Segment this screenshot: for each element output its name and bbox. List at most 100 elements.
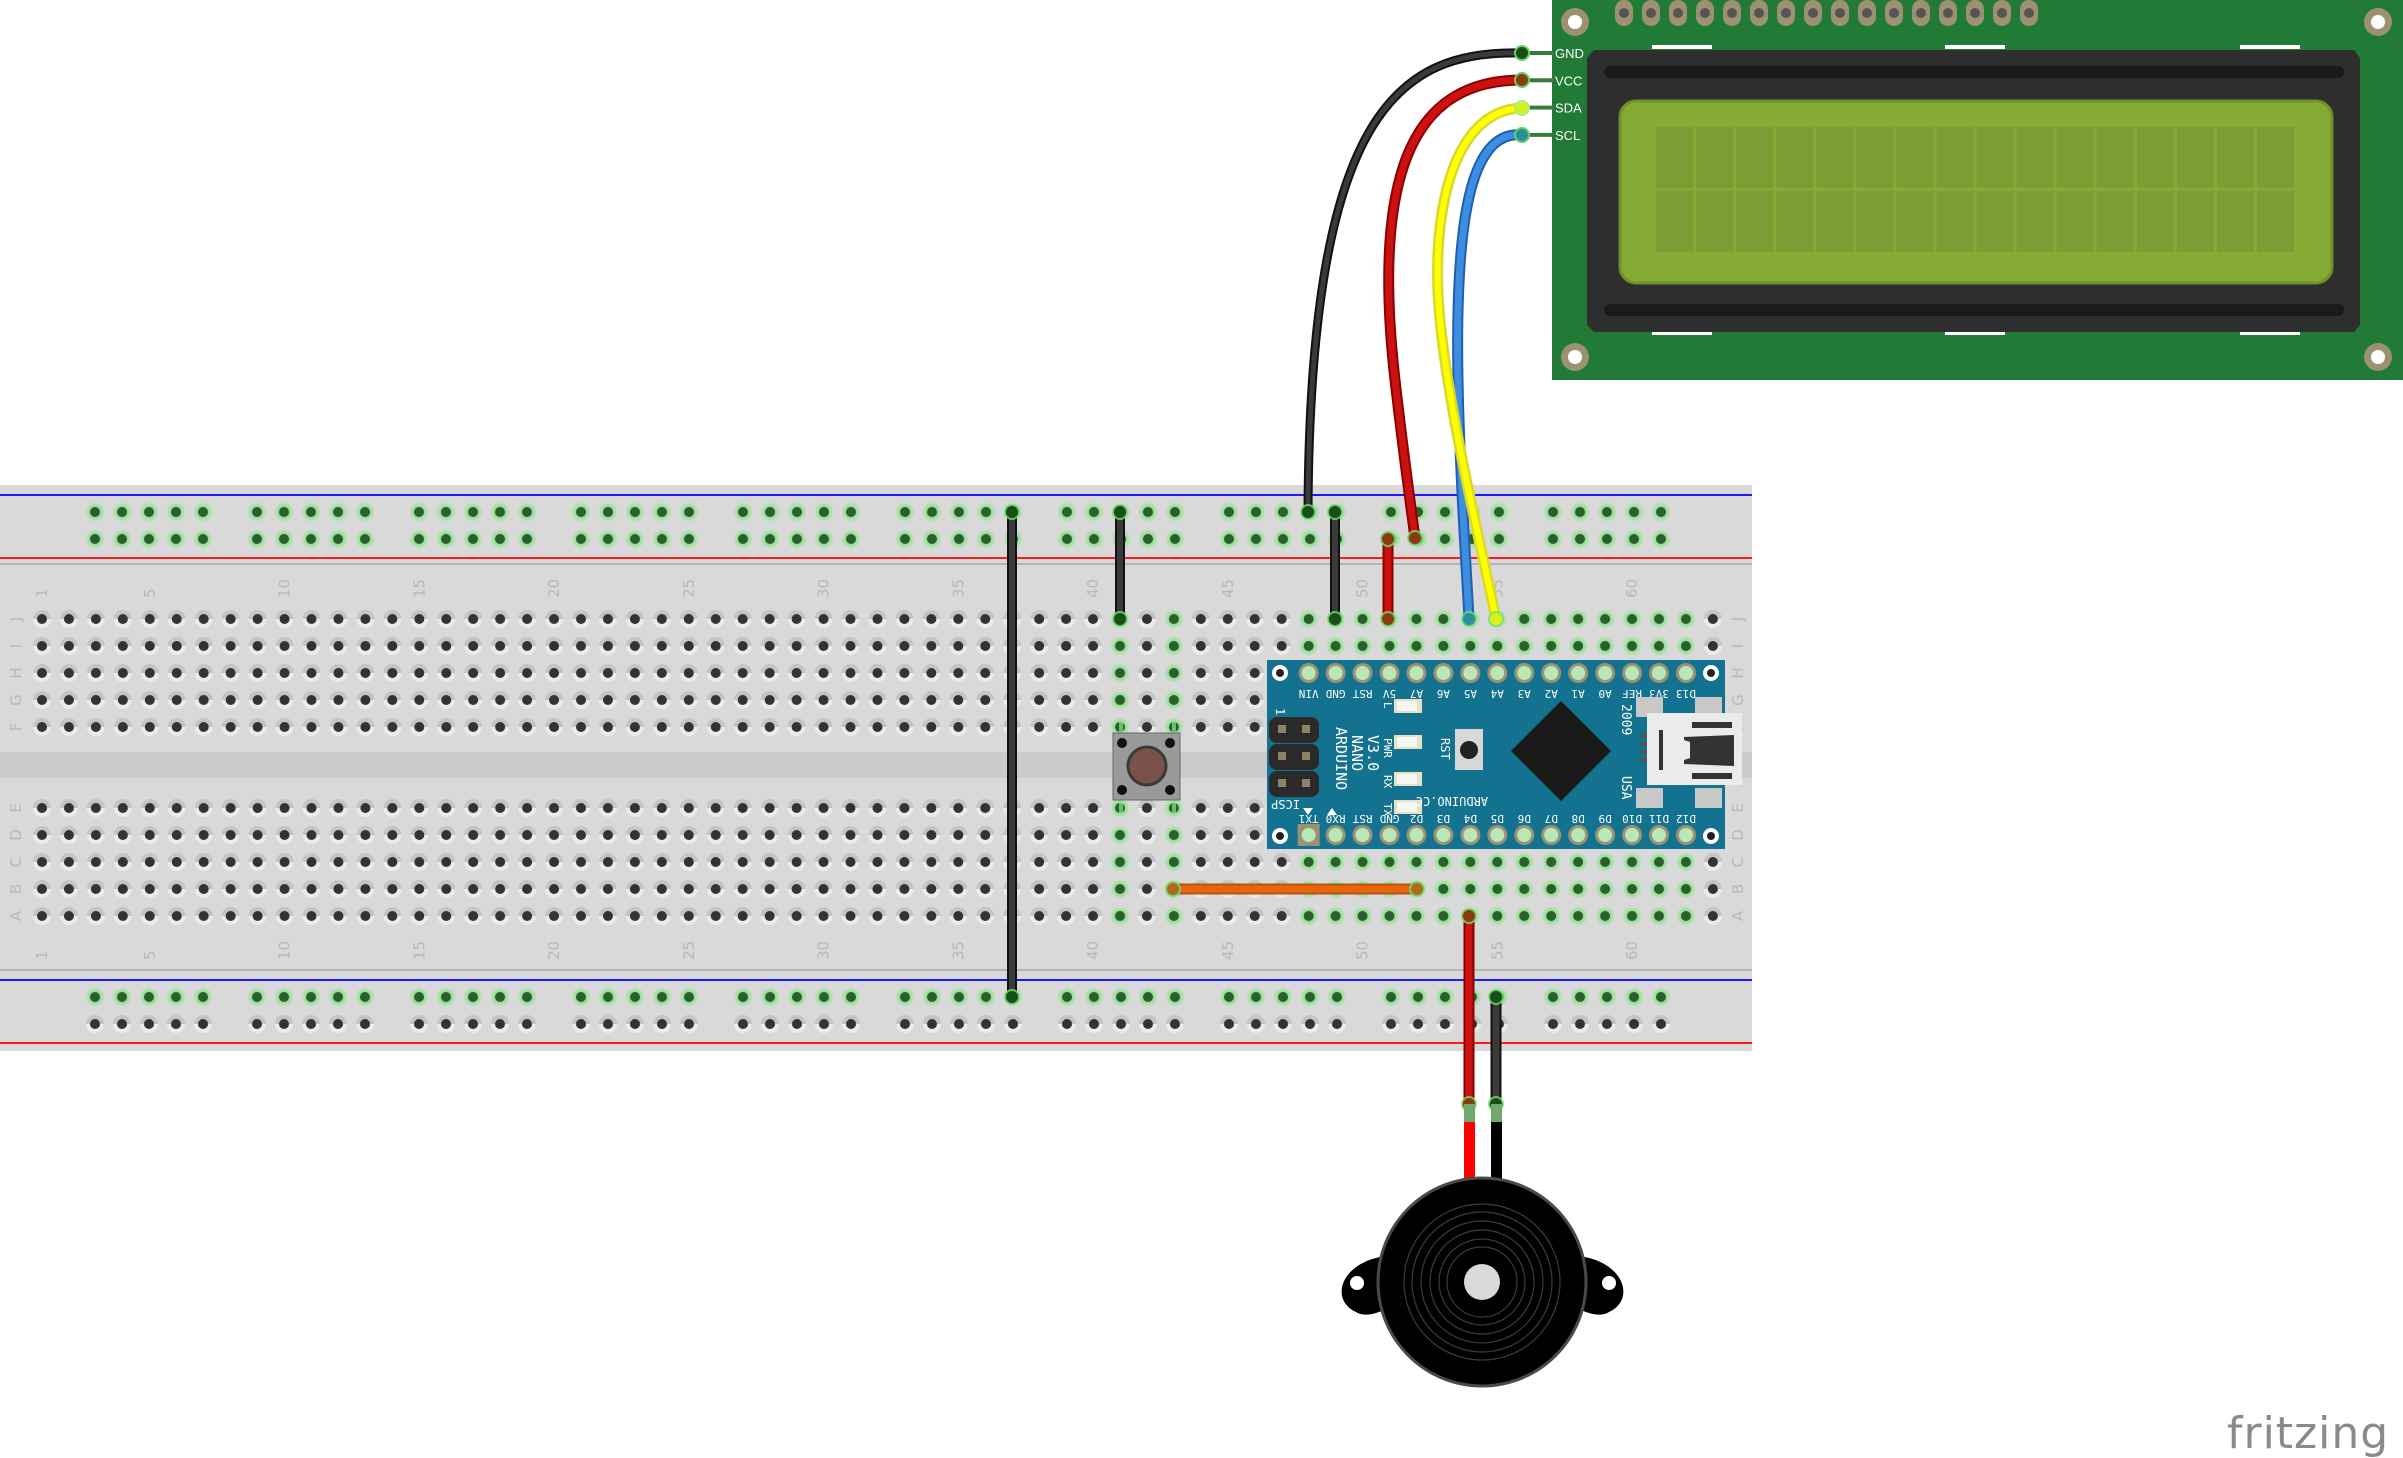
breadboard-hole[interactable] <box>652 826 671 844</box>
breadboard-hole[interactable] <box>814 691 833 709</box>
breadboard-hole[interactable] <box>652 718 671 736</box>
breadboard-hole[interactable] <box>275 664 294 682</box>
breadboard-hole[interactable] <box>1110 663 1130 683</box>
rail-hole[interactable] <box>1651 529 1671 549</box>
rail-hole[interactable] <box>949 987 969 1007</box>
breadboard-hole[interactable] <box>652 691 671 709</box>
breadboard-hole[interactable] <box>679 718 698 736</box>
breadboard-hole[interactable] <box>1514 636 1535 656</box>
rail-hole[interactable] <box>1543 502 1563 522</box>
rail-hole[interactable] <box>598 502 618 522</box>
breadboard-hole[interactable] <box>248 664 267 682</box>
breadboard-hole[interactable] <box>949 718 968 736</box>
breadboard-hole[interactable] <box>1084 853 1103 871</box>
rail-hole[interactable] <box>1598 1015 1616 1033</box>
rail-hole[interactable] <box>355 529 375 549</box>
breadboard-hole[interactable] <box>437 826 456 844</box>
rail-hole[interactable] <box>1327 987 1347 1007</box>
breadboard-hole[interactable] <box>464 826 483 844</box>
breadboard-hole[interactable] <box>760 880 779 898</box>
breadboard-hole[interactable] <box>1325 906 1346 926</box>
breadboard-hole[interactable] <box>1298 636 1319 656</box>
nano-pin[interactable] <box>1652 828 1666 842</box>
breadboard-hole[interactable] <box>652 799 671 817</box>
rail-hole[interactable] <box>1625 1015 1643 1033</box>
breadboard-hole[interactable] <box>248 718 267 736</box>
breadboard-hole[interactable] <box>356 691 375 709</box>
breadboard-hole[interactable] <box>302 853 321 871</box>
rail-hole[interactable] <box>1489 529 1509 549</box>
breadboard-hole[interactable] <box>140 826 159 844</box>
rail-hole[interactable] <box>653 1015 671 1033</box>
rail-hole[interactable] <box>409 987 429 1007</box>
breadboard-hole[interactable] <box>518 718 537 736</box>
breadboard-hole[interactable] <box>679 853 698 871</box>
breadboard-hole[interactable] <box>652 610 671 628</box>
breadboard-hole[interactable] <box>437 664 456 682</box>
breadboard-hole[interactable] <box>464 664 483 682</box>
breadboard-hole[interactable] <box>733 907 752 925</box>
breadboard-hole[interactable] <box>410 718 429 736</box>
breadboard-hole[interactable] <box>895 718 914 736</box>
breadboard-hole[interactable] <box>706 691 725 709</box>
rail-hole[interactable] <box>598 529 618 549</box>
rail-hole[interactable] <box>1571 1015 1589 1033</box>
rail-hole[interactable] <box>976 987 996 1007</box>
breadboard-hole[interactable] <box>221 799 240 817</box>
breadboard-hole[interactable] <box>841 610 860 628</box>
breadboard-hole[interactable] <box>598 880 617 898</box>
breadboard-hole[interactable] <box>491 718 510 736</box>
breadboard-hole[interactable] <box>140 799 159 817</box>
breadboard-hole[interactable] <box>733 664 752 682</box>
breadboard-hole[interactable] <box>140 853 159 871</box>
breadboard-hole[interactable] <box>86 853 105 871</box>
breadboard-hole[interactable] <box>1084 637 1103 655</box>
breadboard-hole[interactable] <box>841 826 860 844</box>
breadboard-hole[interactable] <box>895 826 914 844</box>
rail-hole[interactable] <box>1273 987 1293 1007</box>
breadboard-hole[interactable] <box>922 853 941 871</box>
breadboard-hole[interactable] <box>113 880 132 898</box>
breadboard-hole[interactable] <box>1110 825 1130 845</box>
breadboard-hole[interactable] <box>949 907 968 925</box>
rail-hole[interactable] <box>517 502 537 522</box>
rail-hole[interactable] <box>1544 1015 1562 1033</box>
breadboard-hole[interactable] <box>922 691 941 709</box>
breadboard-hole[interactable] <box>1541 609 1562 629</box>
breadboard-hole[interactable] <box>194 610 213 628</box>
breadboard-hole[interactable] <box>356 880 375 898</box>
rail-hole[interactable] <box>787 987 807 1007</box>
breadboard-hole[interactable] <box>86 691 105 709</box>
breadboard-hole[interactable] <box>1541 906 1562 926</box>
rail-hole[interactable] <box>1246 987 1266 1007</box>
breadboard-hole[interactable] <box>86 718 105 736</box>
breadboard-hole[interactable] <box>814 718 833 736</box>
breadboard-hole[interactable] <box>437 718 456 736</box>
rail-hole[interactable] <box>167 1015 185 1033</box>
breadboard-hole[interactable] <box>383 664 402 682</box>
breadboard-hole[interactable] <box>1163 825 1184 845</box>
breadboard-hole[interactable] <box>1084 610 1103 628</box>
breadboard-hole[interactable] <box>437 691 456 709</box>
breadboard-hole[interactable] <box>598 826 617 844</box>
breadboard-hole[interactable] <box>1084 907 1103 925</box>
rail-hole[interactable] <box>1084 502 1104 522</box>
nano-pin[interactable] <box>1517 666 1532 680</box>
breadboard-hole[interactable] <box>572 691 590 709</box>
breadboard-hole[interactable] <box>625 718 644 736</box>
rail-hole[interactable] <box>436 502 456 522</box>
breadboard-hole[interactable] <box>1163 663 1184 683</box>
breadboard-hole[interactable] <box>679 610 698 628</box>
rail-hole[interactable] <box>112 502 132 522</box>
breadboard-hole[interactable] <box>1057 826 1076 844</box>
breadboard-hole[interactable] <box>706 853 725 871</box>
breadboard-hole[interactable] <box>841 799 860 817</box>
breadboard-hole[interactable] <box>572 718 590 736</box>
breadboard-hole[interactable] <box>1137 826 1156 844</box>
breadboard-hole[interactable] <box>1218 610 1237 628</box>
rail-hole[interactable] <box>895 529 915 549</box>
breadboard-hole[interactable] <box>86 799 105 817</box>
breadboard-hole[interactable] <box>86 907 105 925</box>
breadboard-hole[interactable] <box>194 637 213 655</box>
breadboard-hole[interactable] <box>437 610 456 628</box>
